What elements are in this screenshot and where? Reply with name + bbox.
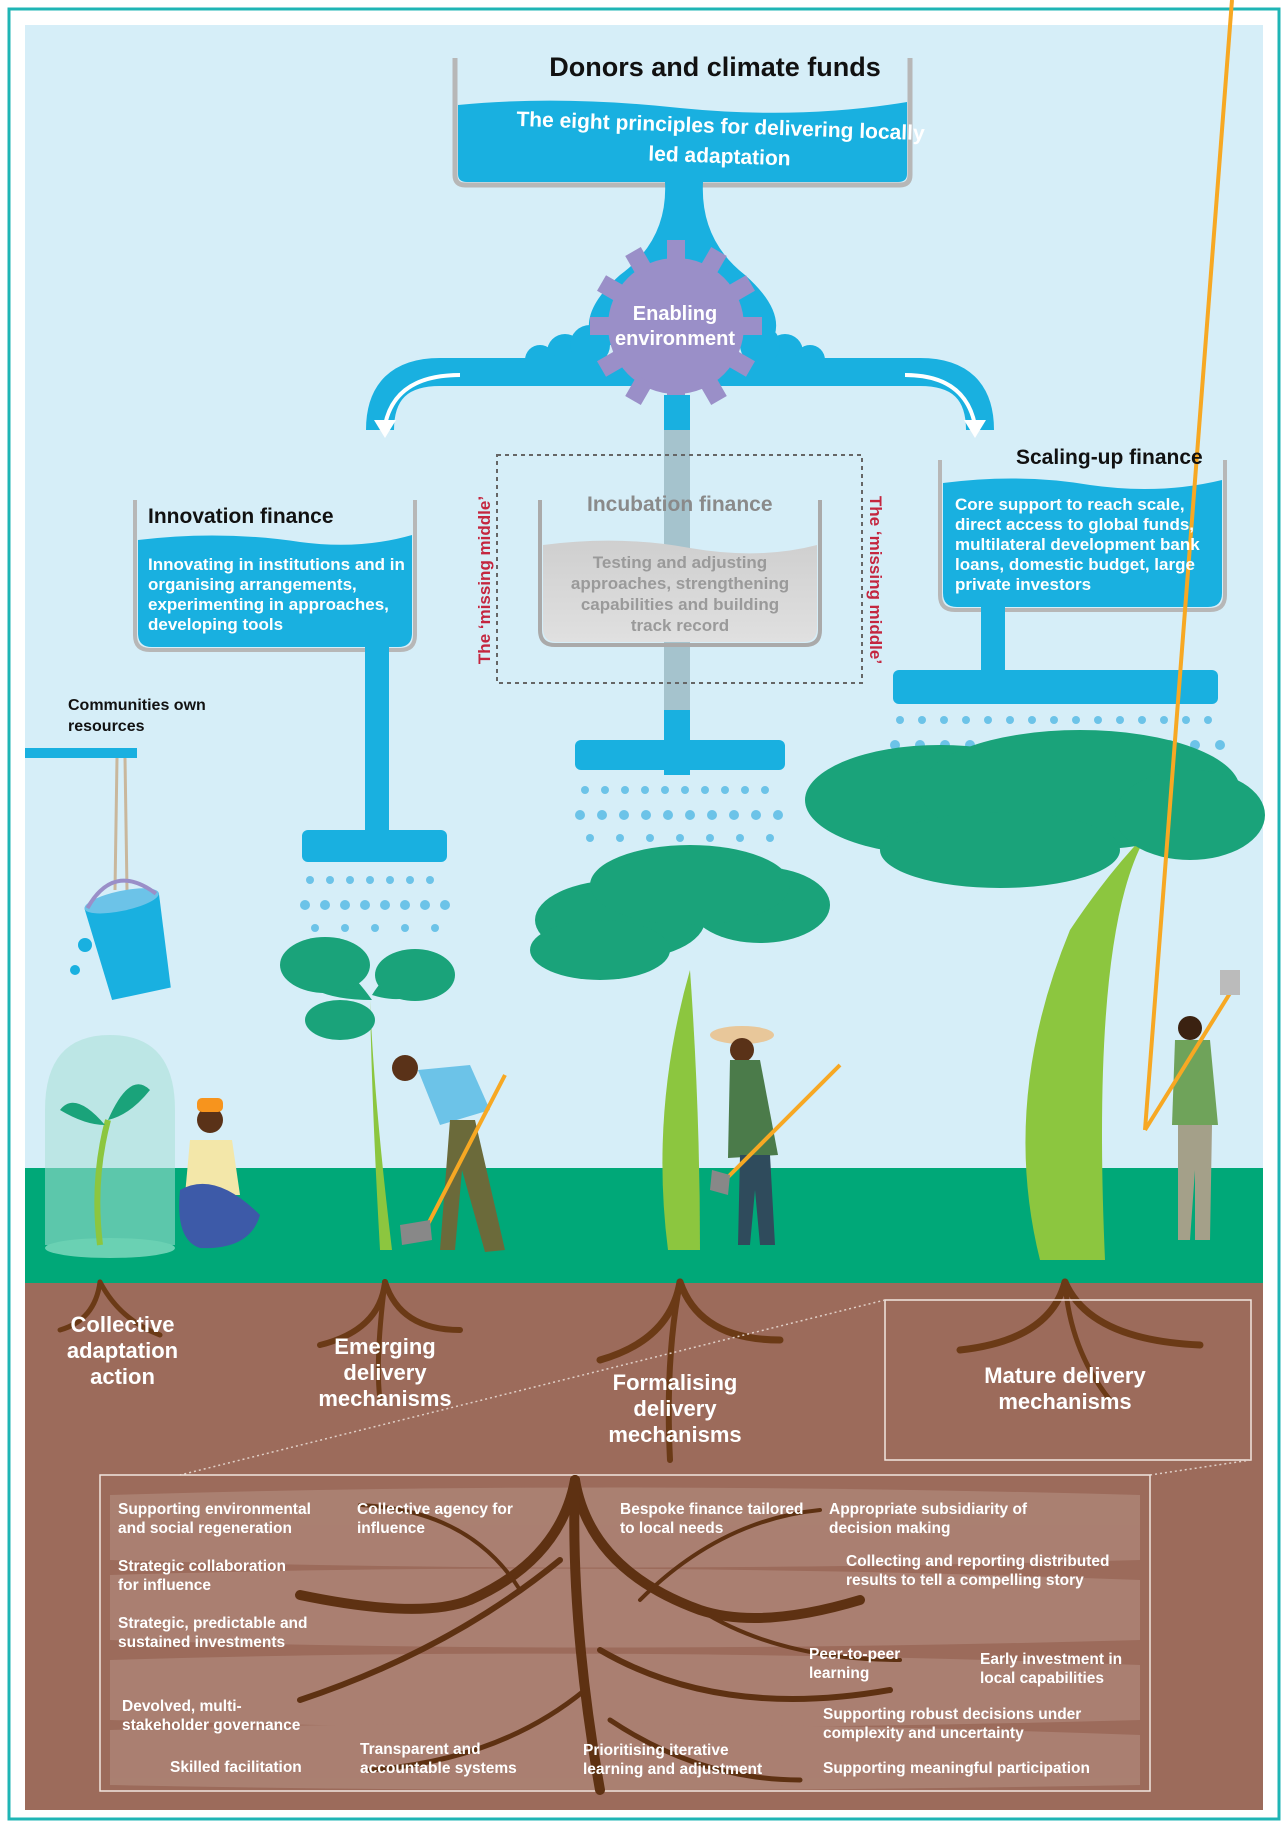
- left-flow-arrow: [383, 373, 461, 426]
- stage-collective-label: Collective adaptation action: [66, 1312, 179, 1389]
- innovation-pipe: [365, 647, 389, 842]
- tree-mature: [805, 730, 1265, 1260]
- enabling-gear: [590, 240, 762, 412]
- stage-formalising-label: Formalising delivery mechanisms: [608, 1370, 742, 1447]
- innovation-tank: [133, 500, 417, 652]
- tree-emerging: [280, 937, 455, 1250]
- root-label-8: Peer-to-peer learning: [809, 1646, 901, 1682]
- root-label-15: Supporting meaningful participation: [823, 1760, 1090, 1777]
- scaling-sprinkler: [893, 670, 1218, 704]
- root-label-2: Collective agency for influence: [357, 1501, 513, 1537]
- root-label-5: Strategic collaboration for influence: [118, 1558, 286, 1594]
- scaling-finance-body: Core support to reach scale, direct acce…: [955, 495, 1200, 594]
- donors-title: Donors and climate funds: [549, 52, 881, 82]
- stage-emerging-label: Emerging delivery mechanisms: [318, 1334, 452, 1411]
- scaling-tank: [938, 460, 1227, 612]
- community-tap: [25, 748, 137, 758]
- tree-formalising: [530, 845, 830, 1250]
- communities-label: Communities own resources: [68, 697, 206, 735]
- right-flow-arrow: [904, 373, 977, 426]
- person-crouching: [179, 1098, 260, 1249]
- innovation-finance-body: Innovating in institutions and in organi…: [148, 555, 405, 634]
- incubation-tank: [538, 500, 822, 647]
- innovation-finance-title: Innovation finance: [148, 505, 334, 528]
- mature-highlight-box: [884, 1299, 1252, 1461]
- outer-frame: [7, 7, 1281, 1821]
- root-label-14: Prioritising iterative learning and adju…: [583, 1742, 763, 1778]
- root-label-12: Skilled facilitation: [170, 1759, 302, 1776]
- person-digging-1: [392, 1055, 507, 1252]
- scaling-pipe: [981, 607, 1005, 677]
- root-detail-panel: [99, 1474, 1151, 1792]
- missing-middle-box: [496, 454, 863, 684]
- root-detail-lines: [295, 1475, 902, 1795]
- root-label-4: Appropriate subsidiarity of decision mak…: [829, 1501, 1028, 1537]
- root-label-1: Supporting environmental and social rege…: [118, 1501, 311, 1537]
- enabling-environment-label: Enabling environment: [614, 303, 736, 350]
- root-label-10: Devolved, multi-stakeholder governance: [122, 1698, 301, 1734]
- stage-mature-label: Mature delivery mechanisms: [984, 1363, 1146, 1414]
- missing-middle-left: The ‘missing middle’: [475, 495, 494, 665]
- incubation-finance-body: Testing and adjusting approaches, streng…: [570, 553, 790, 635]
- root-system: [57, 1278, 1204, 1463]
- person-digging-2: [710, 1026, 842, 1245]
- seedling-dome: [45, 1035, 175, 1258]
- root-label-11: Supporting robust decisions under comple…: [823, 1706, 1082, 1742]
- person-standing: [1143, 0, 1240, 1240]
- scaling-finance-title: Scaling-up finance: [1016, 446, 1203, 469]
- root-label-9: Early investment in local capabilities: [980, 1651, 1123, 1687]
- bucket: [84, 878, 171, 1001]
- root-label-7: Strategic, predictable and sustained inv…: [118, 1615, 308, 1651]
- incubation-finance-title: Incubation finance: [587, 493, 773, 516]
- innovation-sprinkler: [302, 830, 447, 862]
- incubation-sprinkler: [575, 740, 785, 770]
- missing-middle-right: The ‘missing middle’: [866, 495, 885, 665]
- root-label-13: Transparent and accountable systems: [360, 1741, 517, 1777]
- root-label-3: Bespoke finance tailored to local needs: [620, 1501, 804, 1537]
- root-label-6: Collecting and reporting distributed res…: [846, 1553, 1110, 1589]
- water-drops: [300, 716, 1225, 932]
